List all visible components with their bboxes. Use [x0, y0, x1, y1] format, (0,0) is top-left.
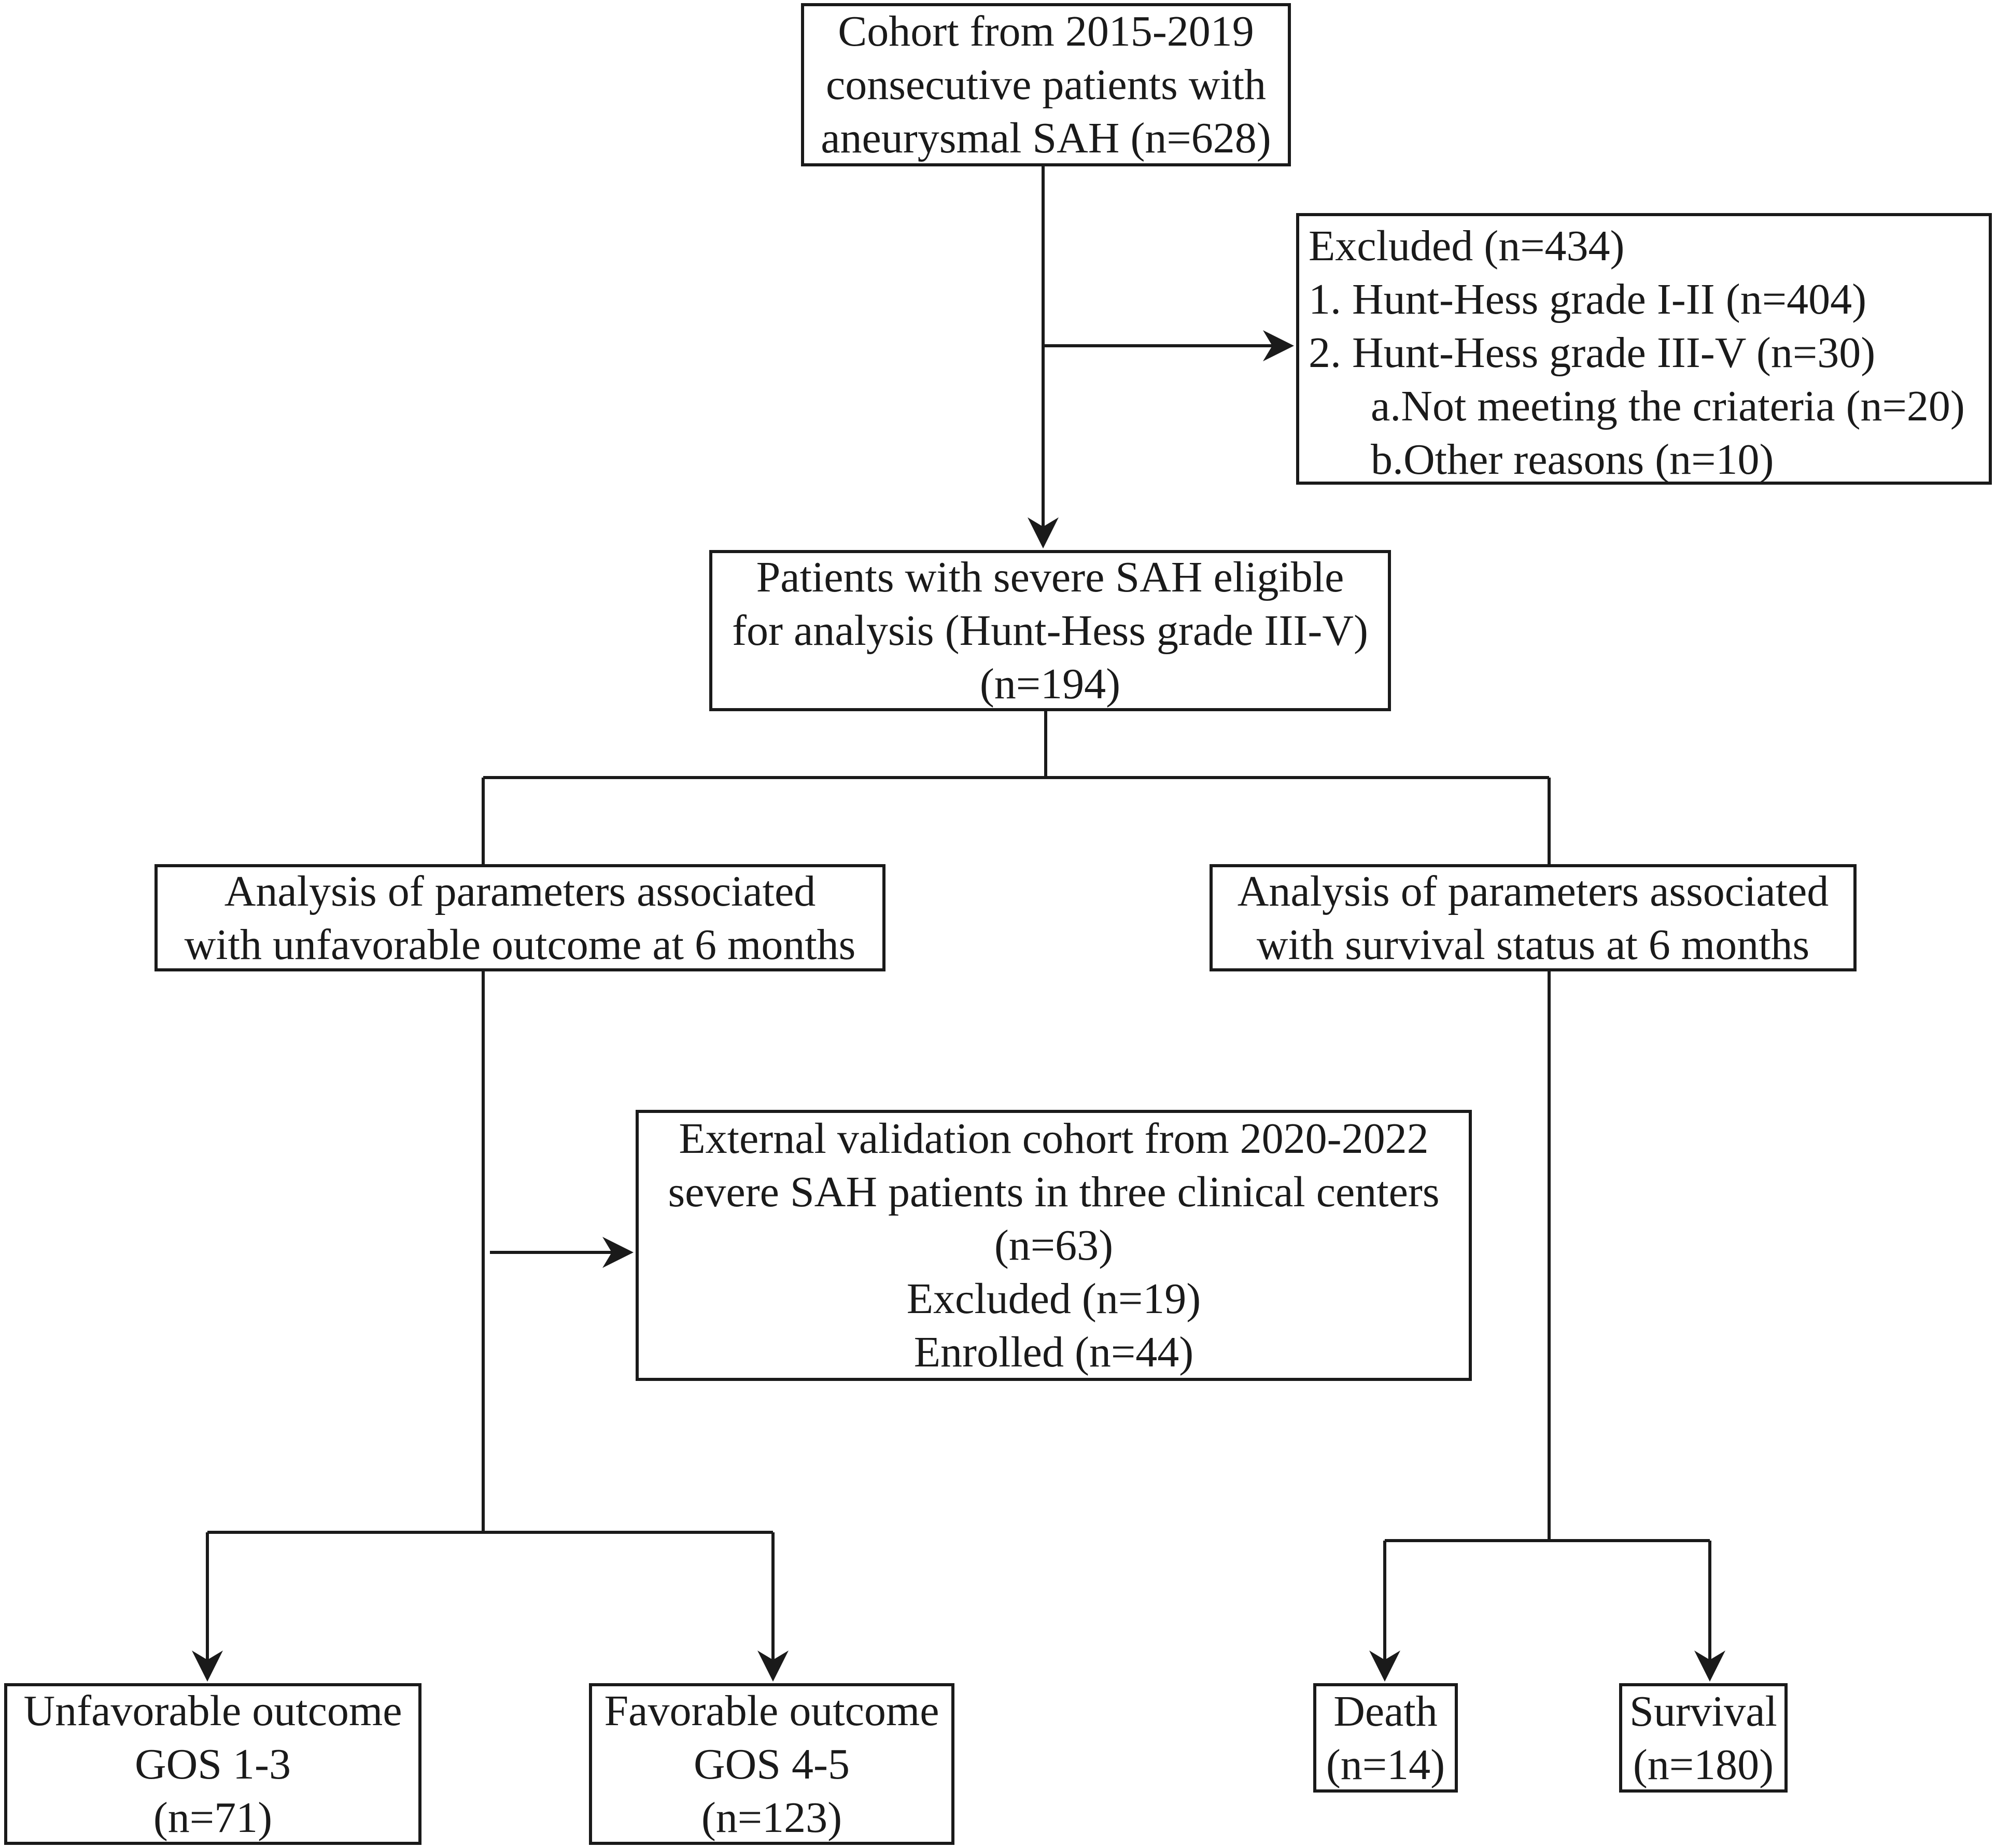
excluded-item-2: 2. Hunt-Hess grade III-V (n=30): [1309, 329, 1876, 377]
excluded-box: Excluded (n=434) 1. Hunt-Hess grade I-II…: [1296, 213, 1992, 485]
cohort-line-2: consecutive patients with: [825, 61, 1267, 109]
external-line-1: External validation cohort from 2020-202…: [679, 1115, 1429, 1163]
cohort-box: Cohort from 2015-2019 consecutive patien…: [801, 3, 1291, 166]
survival-line-1: Survival: [1629, 1687, 1777, 1736]
survival-line-2: (n=180): [1633, 1740, 1774, 1789]
eligible-box: Patients with severe SAH eligible for an…: [709, 550, 1391, 711]
unfavorable-analysis-box: Analysis of parameters associated with u…: [154, 864, 885, 971]
eligible-line-3: (n=194): [979, 660, 1121, 708]
unfavorable-outcome-line-1: Unfavorable outcome: [23, 1686, 402, 1735]
cohort-line-3: aneurysmal SAH (n=628): [821, 114, 1271, 162]
external-line-2: severe SAH patients in three clinical ce…: [668, 1168, 1440, 1216]
excluded-title: Excluded (n=434): [1309, 222, 1625, 270]
eligible-line-1: Patients with severe SAH eligible: [756, 553, 1344, 601]
external-validation-box: External validation cohort from 2020-202…: [636, 1110, 1472, 1381]
favorable-outcome-line-2: GOS 4-5: [693, 1740, 850, 1788]
favorable-outcome-box: Favorable outcome GOS 4-5 (n=123): [589, 1683, 954, 1845]
external-line-3: (n=63): [994, 1221, 1114, 1269]
excluded-sub-a: a.Not meeting the criateria (n=20): [1371, 382, 1965, 430]
survival-analysis-line-2: with survival status at 6 months: [1256, 920, 1810, 969]
eligible-line-2: for analysis (Hunt-Hess grade III-V): [732, 606, 1368, 655]
unfavorable-outcome-line-2: GOS 1-3: [134, 1740, 291, 1788]
excluded-item-1: 1. Hunt-Hess grade I-II (n=404): [1309, 275, 1867, 323]
death-line-1: Death: [1333, 1687, 1438, 1736]
external-line-4: Excluded (n=19): [906, 1275, 1201, 1323]
cohort-line-1: Cohort from 2015-2019: [838, 7, 1254, 55]
unfavorable-outcome-box: Unfavorable outcome GOS 1-3 (n=71): [4, 1683, 421, 1845]
death-box: Death (n=14): [1313, 1683, 1458, 1793]
unfavorable-outcome-line-3: (n=71): [153, 1793, 273, 1842]
favorable-outcome-line-1: Favorable outcome: [604, 1686, 939, 1735]
survival-analysis-box: Analysis of parameters associated with s…: [1210, 864, 1857, 971]
survival-box: Survival (n=180): [1619, 1683, 1788, 1793]
favorable-outcome-line-3: (n=123): [701, 1793, 842, 1842]
unfavorable-analysis-line-2: with unfavorable outcome at 6 months: [184, 920, 856, 969]
death-line-2: (n=14): [1326, 1740, 1445, 1789]
survival-analysis-line-1: Analysis of parameters associated: [1237, 867, 1829, 915]
excluded-sub-b: b.Other reasons (n=10): [1371, 435, 1774, 484]
external-line-5: Enrolled (n=44): [913, 1328, 1194, 1376]
unfavorable-analysis-line-1: Analysis of parameters associated: [224, 867, 816, 915]
